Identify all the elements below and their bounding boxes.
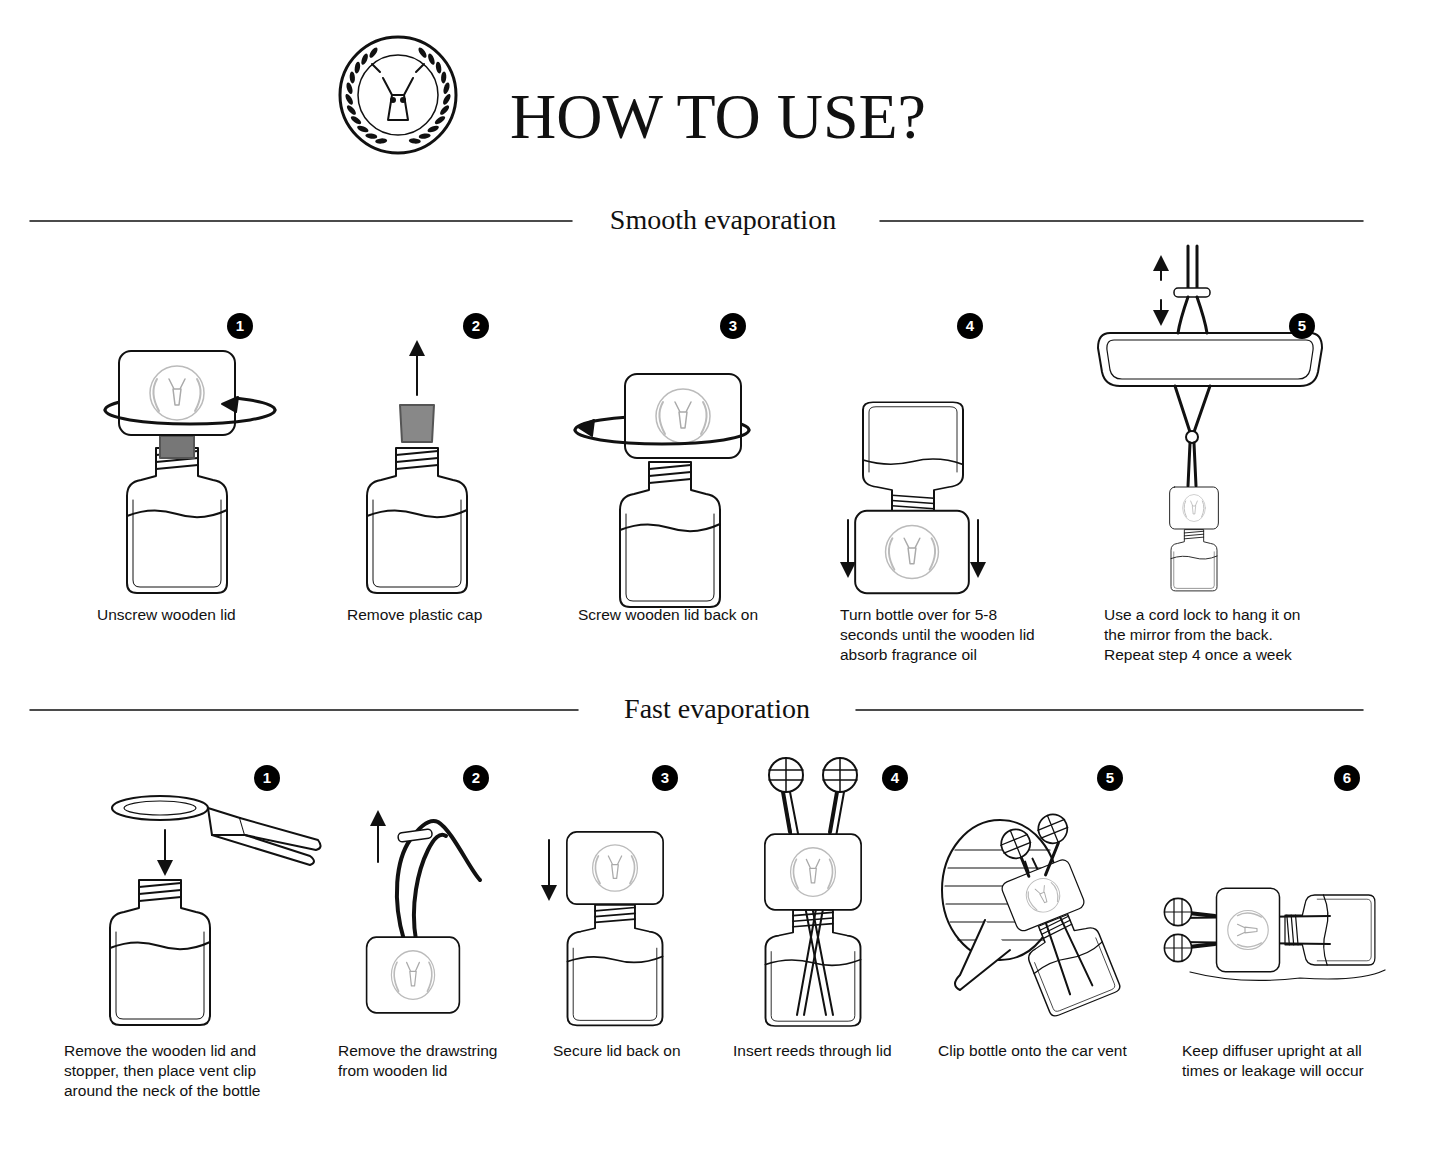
step-illustration xyxy=(367,348,467,593)
step-caption: Remove the wooden lid and stopper, then … xyxy=(64,1041,282,1101)
step-illustration xyxy=(367,818,480,1013)
laurel-leaf xyxy=(434,115,447,126)
laurel-leaf xyxy=(435,61,442,74)
step-illustration xyxy=(1164,888,1385,980)
step-illustration xyxy=(110,796,321,1025)
step-illustration xyxy=(1098,246,1322,591)
step-caption: Keep diffuser upright at all times or le… xyxy=(1182,1041,1387,1081)
laurel-leaf xyxy=(360,53,369,66)
laurel-leaf xyxy=(349,71,355,83)
callout-number: 1 xyxy=(254,765,280,791)
callout-number: 2 xyxy=(463,313,489,339)
step-caption: Clip bottle onto the car vent xyxy=(938,1041,1163,1061)
callout-number: 4 xyxy=(957,313,983,339)
laurel-leaf xyxy=(427,124,440,133)
step-illustration xyxy=(848,402,978,593)
callout-number: 4 xyxy=(882,765,908,791)
laurel-leaf xyxy=(427,53,436,66)
step-caption: Insert reeds through lid xyxy=(733,1041,923,1061)
laurel-leaf xyxy=(442,82,450,95)
laurel-leaf xyxy=(418,133,431,140)
step-illustration xyxy=(105,351,275,593)
callout-number: 6 xyxy=(1334,765,1360,791)
callout-number: 5 xyxy=(1289,313,1315,339)
page-title: HOW TO USE? xyxy=(510,80,926,154)
laurel-leaf xyxy=(417,46,428,59)
callout-number: 2 xyxy=(463,765,489,791)
step-illustration xyxy=(942,810,1132,1018)
laurel-leaf xyxy=(350,115,363,126)
brand-logo xyxy=(340,37,456,153)
step-caption: Secure lid back on xyxy=(553,1041,718,1061)
laurel-leaf xyxy=(356,124,369,133)
laurel-leaf xyxy=(345,82,353,95)
step-caption: Remove the drawstring from wooden lid xyxy=(338,1041,518,1081)
step-caption: Unscrew wooden lid xyxy=(97,605,302,625)
step-caption: Screw wooden lid back on xyxy=(578,605,803,625)
laurel-leaf xyxy=(365,133,378,140)
section-heading: Fast evaporation xyxy=(582,692,852,726)
laurel-leaf xyxy=(441,71,447,83)
laurel-leaf xyxy=(368,46,379,59)
laurel-leaf xyxy=(442,93,453,106)
laurel-leaf xyxy=(354,61,361,74)
step-illustration xyxy=(549,832,663,1025)
callout-number: 5 xyxy=(1097,765,1123,791)
step-caption: Remove plastic cap xyxy=(347,605,552,625)
callout-number: 3 xyxy=(652,765,678,791)
laurel-leaf xyxy=(344,93,355,106)
section-heading: Smooth evaporation xyxy=(573,203,873,237)
step-caption: Use a cord lock to hang it on the mirror… xyxy=(1104,605,1326,665)
laurel-leaf xyxy=(345,104,357,116)
laurel-leaf xyxy=(439,104,451,116)
callout-number: 1 xyxy=(227,313,253,339)
step-illustration xyxy=(765,758,861,1026)
callout-number: 3 xyxy=(720,313,746,339)
step-caption: Turn bottle over for 5-8 seconds until t… xyxy=(840,605,1040,665)
step-illustration xyxy=(575,374,749,607)
laurel-leaf xyxy=(409,138,421,144)
laurel-leaf xyxy=(375,138,387,144)
section-rule xyxy=(30,221,1363,710)
